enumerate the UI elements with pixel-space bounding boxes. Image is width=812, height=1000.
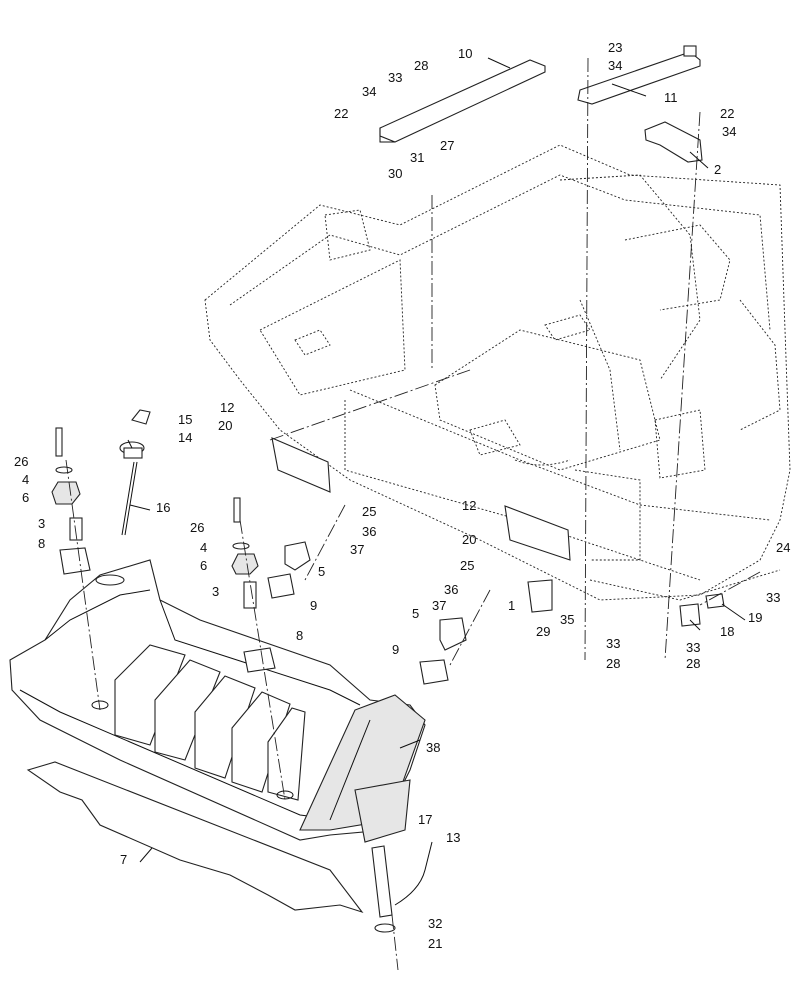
callout-17: 17 bbox=[418, 812, 432, 827]
callout-25b: 25 bbox=[460, 558, 474, 573]
callout-10: 10 bbox=[458, 46, 472, 61]
callout-12b: 12 bbox=[462, 498, 476, 513]
leader-lines bbox=[127, 57, 746, 863]
callout-29: 29 bbox=[536, 624, 550, 639]
fasteners bbox=[51, 409, 725, 933]
callout-8b: 8 bbox=[296, 628, 303, 643]
callout-11: 11 bbox=[664, 90, 678, 105]
callout-34c: 34 bbox=[722, 124, 736, 139]
callout-1: 1 bbox=[508, 598, 515, 613]
callout-13: 13 bbox=[446, 830, 460, 845]
callout-9: 9 bbox=[310, 598, 317, 613]
callout-18: 18 bbox=[720, 624, 734, 639]
callout-27: 27 bbox=[440, 138, 454, 153]
callout-26: 26 bbox=[14, 454, 28, 469]
mounting-bracket-10 bbox=[379, 59, 546, 143]
callout-7: 7 bbox=[120, 852, 127, 867]
callout-32: 32 bbox=[428, 916, 442, 931]
callout-34: 34 bbox=[362, 84, 376, 99]
assembly-center-lines bbox=[65, 57, 761, 971]
callout-2: 2 bbox=[714, 162, 721, 177]
callout-28: 28 bbox=[414, 58, 428, 73]
callout-25: 25 bbox=[362, 504, 376, 519]
callout-14: 14 bbox=[178, 430, 192, 445]
callout-30: 30 bbox=[388, 166, 402, 181]
callout-3b: 3 bbox=[212, 584, 219, 599]
callout-15: 15 bbox=[178, 412, 192, 427]
callout-36b: 36 bbox=[444, 582, 458, 597]
callout-33: 33 bbox=[388, 70, 402, 85]
fuel-tank bbox=[9, 559, 426, 843]
callout-20b: 20 bbox=[462, 532, 476, 547]
callout-3: 3 bbox=[38, 516, 45, 531]
callout-31: 31 bbox=[410, 150, 424, 165]
callout-37: 37 bbox=[350, 542, 364, 557]
bracket-2 bbox=[644, 121, 703, 163]
callout-labels: 1 2 3 3 4 4 5 5 6 6 7 8 8 9 9 10 11 12 1… bbox=[14, 40, 790, 951]
callout-20: 20 bbox=[218, 418, 232, 433]
callout-5: 5 bbox=[318, 564, 325, 579]
callout-33b: 33 bbox=[606, 636, 620, 651]
callout-6b: 6 bbox=[200, 558, 207, 573]
callout-8: 8 bbox=[38, 536, 45, 551]
callout-37b: 37 bbox=[432, 598, 446, 613]
callout-4b: 4 bbox=[200, 540, 207, 555]
tank-pad bbox=[26, 761, 364, 914]
callout-28b: 28 bbox=[606, 656, 620, 671]
machine-frame bbox=[204, 144, 791, 601]
callout-33c: 33 bbox=[686, 640, 700, 655]
callout-35: 35 bbox=[560, 612, 574, 627]
callout-5b: 5 bbox=[412, 606, 419, 621]
callout-38: 38 bbox=[426, 740, 440, 755]
callout-4: 4 bbox=[22, 472, 29, 487]
callout-24: 24 bbox=[776, 540, 790, 555]
callout-16: 16 bbox=[156, 500, 170, 515]
callout-21: 21 bbox=[428, 936, 442, 951]
callout-19: 19 bbox=[748, 610, 762, 625]
callout-22: 22 bbox=[334, 106, 348, 121]
callout-26b: 26 bbox=[190, 520, 204, 535]
callout-23: 23 bbox=[608, 40, 622, 55]
callout-36: 36 bbox=[362, 524, 376, 539]
callout-6: 6 bbox=[22, 490, 29, 505]
callout-34b: 34 bbox=[608, 58, 622, 73]
callout-33d: 33 bbox=[766, 590, 780, 605]
callout-12: 12 bbox=[220, 400, 234, 415]
callout-22b: 22 bbox=[720, 106, 734, 121]
callout-28c: 28 bbox=[686, 656, 700, 671]
mounting-bracket-11 bbox=[577, 45, 701, 105]
callout-9b: 9 bbox=[392, 642, 399, 657]
